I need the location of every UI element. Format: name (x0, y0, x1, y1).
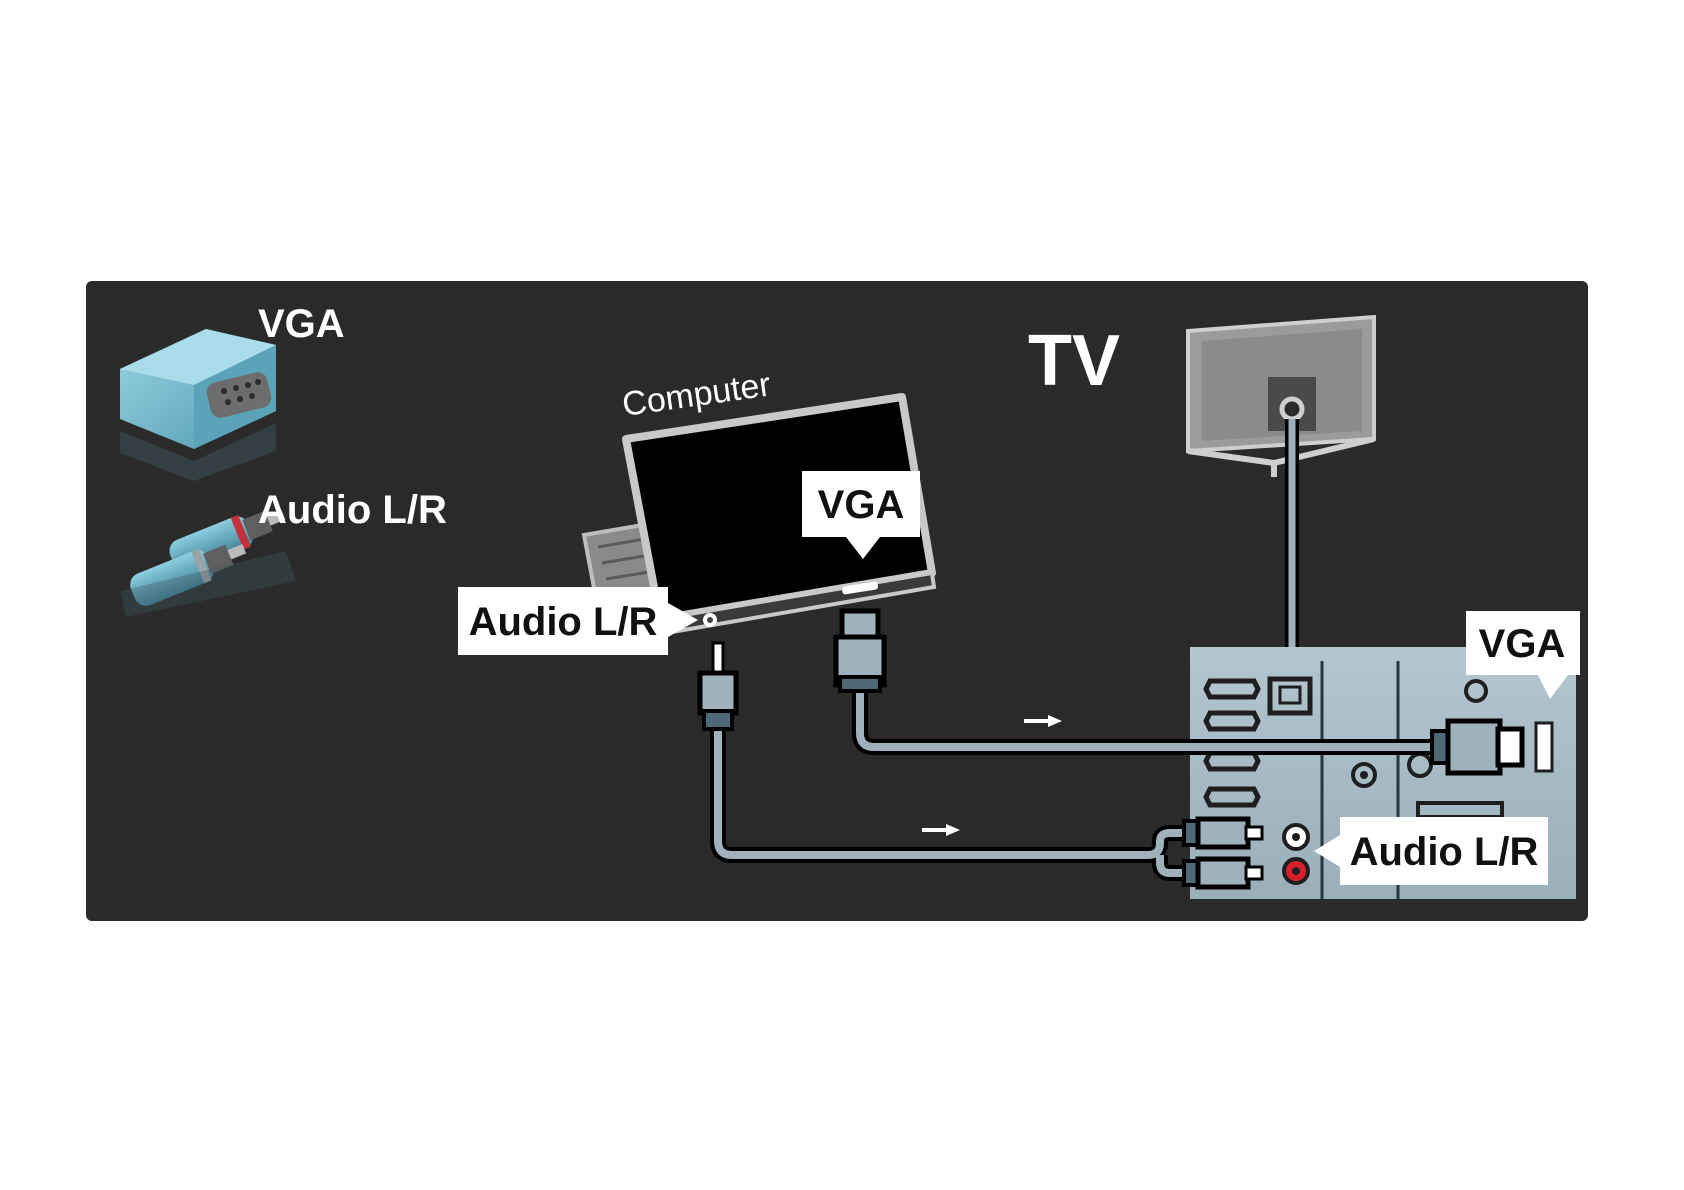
computer-audio-callout: Audio L/R (458, 587, 698, 655)
legend-vga-label: VGA (258, 302, 345, 346)
tv-audio-callout-label: Audio L/R (1350, 830, 1539, 874)
tv-vga-port (1536, 723, 1552, 771)
connection-diagram: VGA Audio L/R Computer (86, 281, 1588, 921)
tv-audio-callout: Audio L/R (1314, 817, 1548, 885)
computer-vga-callout-label: VGA (818, 483, 905, 527)
tv-vga-callout-label: VGA (1479, 622, 1566, 666)
tv-title: TV (1028, 321, 1120, 401)
legend-audio-label: Audio L/R (258, 488, 447, 532)
computer-audio-callout-label: Audio L/R (469, 600, 658, 644)
